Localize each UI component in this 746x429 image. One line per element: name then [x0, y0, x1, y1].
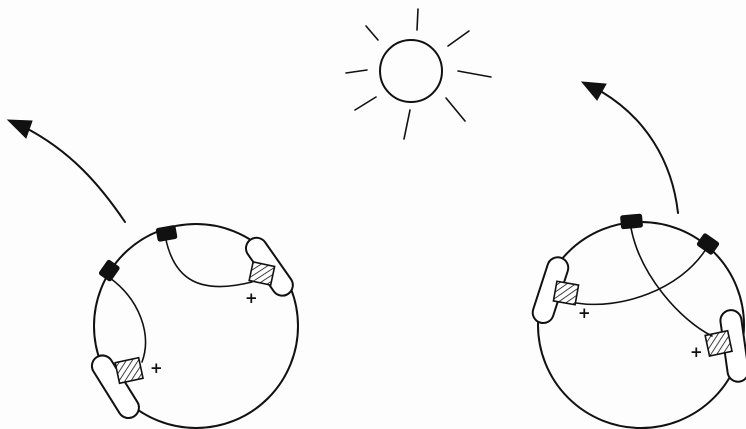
sun-ray	[417, 9, 418, 30]
sun-ray	[446, 98, 465, 121]
left-vehicle-sensor-left-polarity: +	[150, 359, 163, 377]
sun-disc	[380, 40, 442, 102]
left-vehicle-motor-top	[156, 225, 177, 241]
right-vehicle-sensor-left-cell	[553, 281, 578, 305]
left-vehicle: + +	[8, 120, 298, 428]
sun-ray	[366, 26, 378, 40]
sun-ray	[346, 70, 367, 73]
sun-ray	[355, 97, 376, 110]
sun-ray	[448, 31, 469, 46]
left-vehicle-sensor-right-polarity: +	[245, 289, 258, 307]
right-vehicle-arrowhead	[582, 82, 606, 100]
sun-rays	[346, 9, 491, 139]
left-vehicle-sensor-left-cell	[115, 358, 143, 384]
sun	[346, 9, 491, 139]
right-vehicle-motor-right	[697, 233, 720, 255]
right-vehicle-sensor-right-polarity: +	[690, 343, 703, 361]
right-vehicle-arrow-path	[602, 92, 678, 213]
right-vehicle: + +	[530, 82, 746, 428]
sun-ray	[404, 110, 410, 139]
left-vehicle-arrow-path	[22, 126, 125, 222]
right-vehicle-motor-top	[621, 214, 643, 229]
left-vehicle-sensor-right-cell	[249, 262, 274, 285]
right-vehicle-sensor-left-polarity: +	[578, 304, 591, 322]
sun-ray	[458, 71, 491, 77]
left-vehicle-wire-left	[110, 278, 145, 362]
left-vehicle-wire-right	[166, 240, 252, 287]
left-vehicle-arrowhead	[8, 120, 32, 138]
